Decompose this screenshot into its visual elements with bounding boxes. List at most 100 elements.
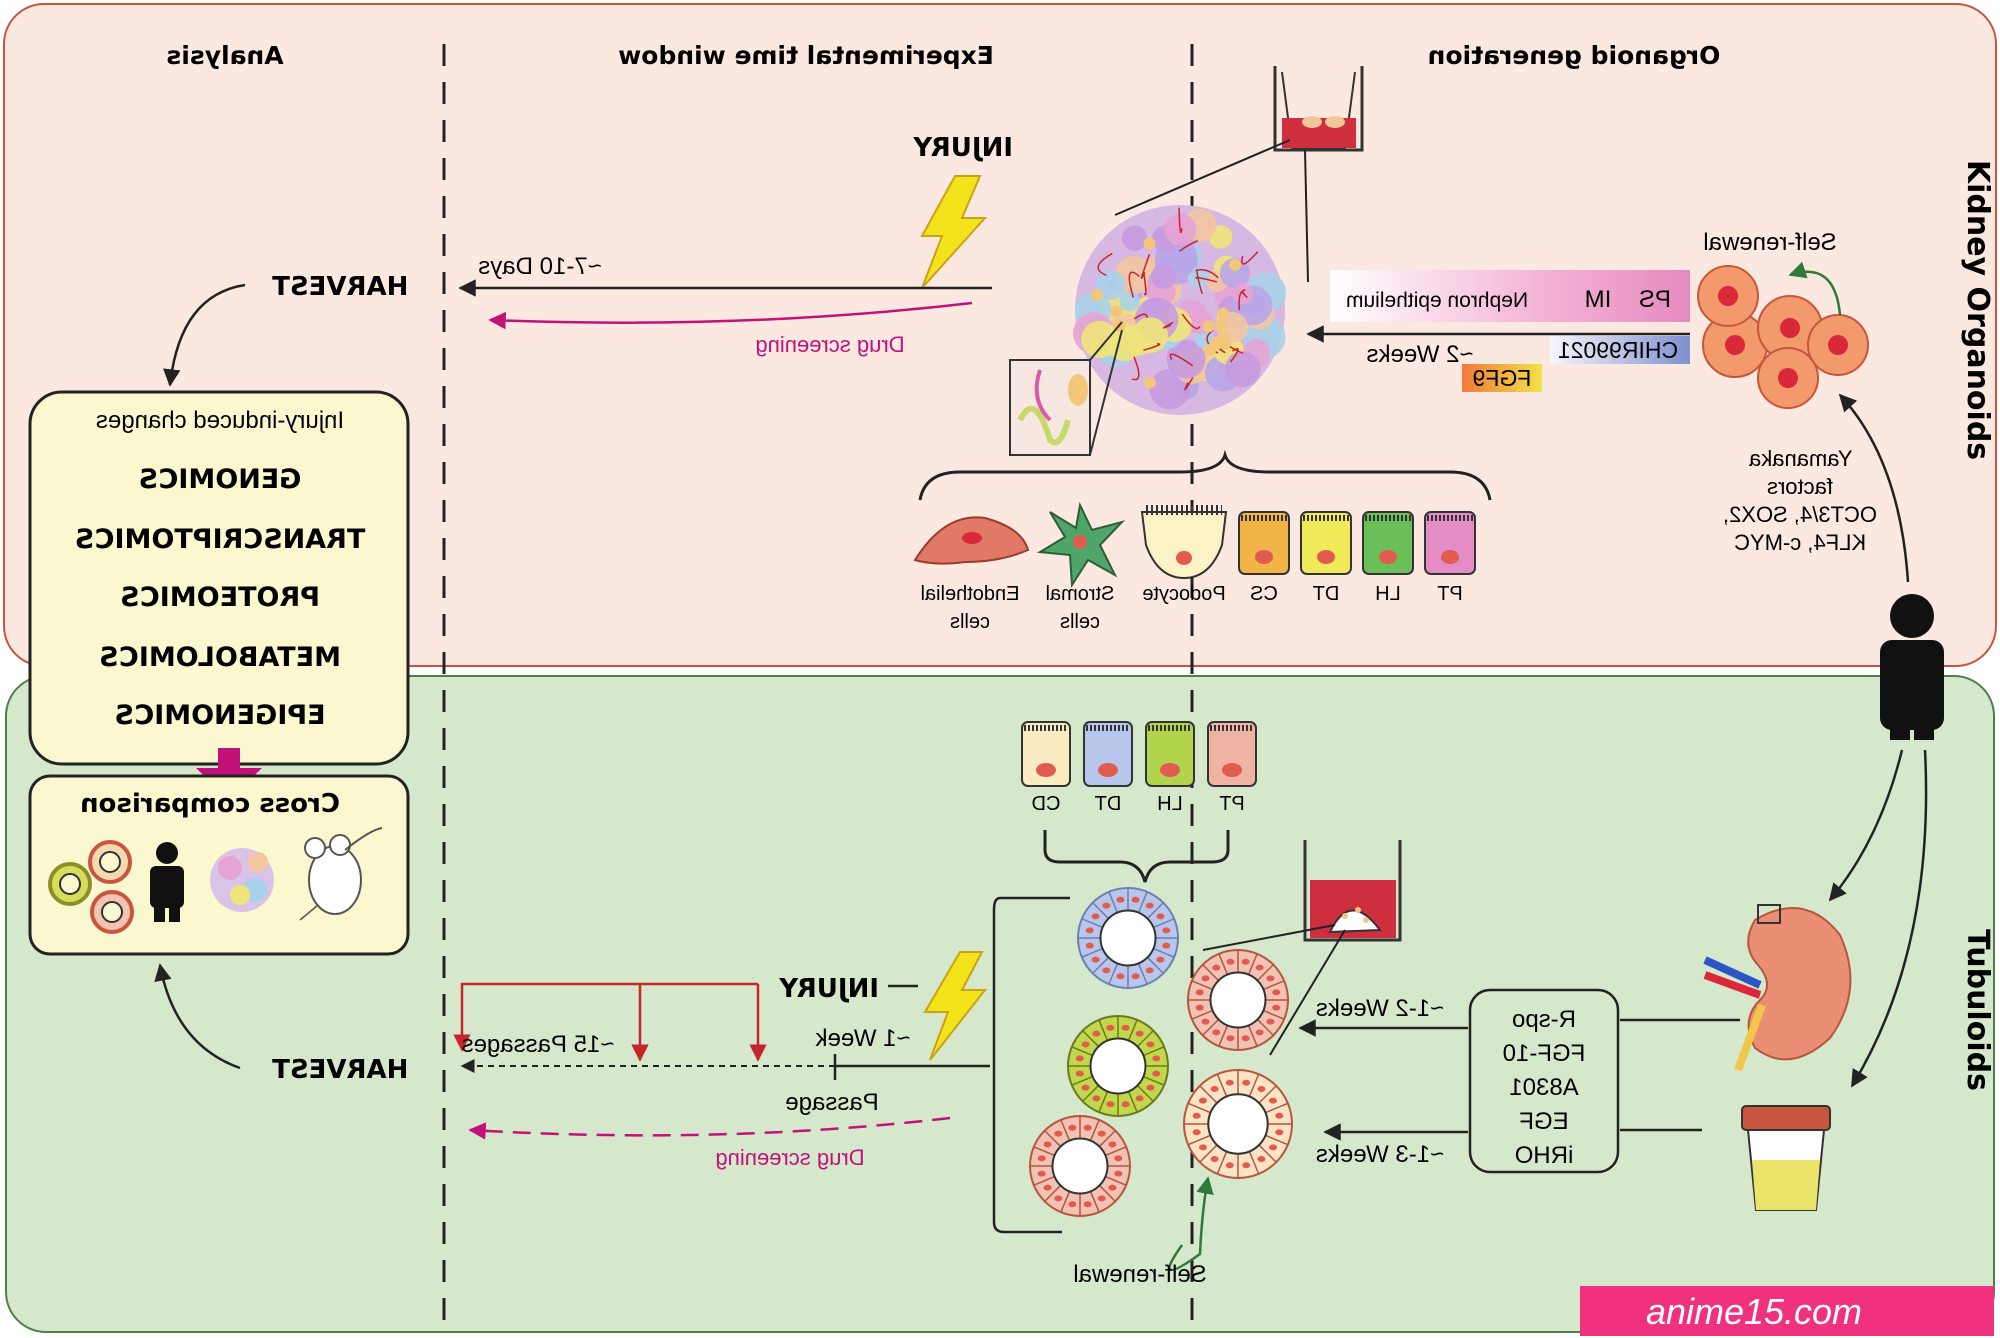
differentiation-gradient-bar xyxy=(1330,270,1690,322)
svg-text:PT: PT xyxy=(1219,793,1245,815)
organoid-cell-type-podocyte: Podocyte xyxy=(1140,505,1228,605)
tubuloid-cell-type-dt: DT xyxy=(1083,721,1133,815)
factor-fgf10: FGF-10 xyxy=(1503,1040,1586,1067)
tubuloid-ring-2 xyxy=(1187,949,1289,1051)
arrow-to-kidney xyxy=(1828,749,1904,902)
kidney-organoids-panel xyxy=(3,3,1997,667)
chir-label: CHIR99021 xyxy=(1558,337,1678,363)
organoid-lightning-icon xyxy=(920,175,988,289)
tubuloid-weeks-1-2: ~1-2 Weeks xyxy=(1316,995,1444,1022)
svg-text:LH: LH xyxy=(1157,793,1183,815)
organoid-self-renewal-label: Self-renewal xyxy=(1703,229,1836,256)
tubuloid-harvest-to-analysis-arrow xyxy=(154,963,241,1070)
cross-comparison-title: Cross comparison xyxy=(80,789,340,819)
tubuloid-cell-type-cd: CD xyxy=(1021,721,1071,815)
panel-title-kidney-organoids: Kidney Organoids xyxy=(1960,160,1995,460)
tubuloid-ring-3 xyxy=(1067,1015,1169,1117)
tubuloid-week-label: ~1 Week xyxy=(815,1025,911,1052)
kidney-organoid-sphere xyxy=(1072,205,1287,415)
tubuloid-cell-type-pt: PT xyxy=(1207,721,1257,815)
tubuloid-mini-icons xyxy=(48,840,134,934)
well-connector-2 xyxy=(1269,929,1346,1056)
svg-text:DT: DT xyxy=(1095,793,1122,815)
yamanaka-factors-label: Yamanaka factors OCT3/4, SOX2, KLF4, c-M… xyxy=(1723,446,1877,555)
tubuloid-factors-box xyxy=(1468,988,1620,1174)
stage-nephron-epithelium: Nephron epithelium xyxy=(1346,289,1528,312)
omics-genomics: GENOMICS xyxy=(139,464,302,495)
svg-text:Yamanaka: Yamanaka xyxy=(1748,446,1852,471)
organoid-cell-type-dt: DT xyxy=(1300,511,1352,605)
tubuloid-weeks-1-3: ~1-3 Weeks xyxy=(1316,1141,1444,1168)
header-analysis: Analysis xyxy=(166,41,283,70)
svg-text:KLF4, c-MYC: KLF4, c-MYC xyxy=(1734,530,1866,555)
organoid-harvest-label: HARVEST xyxy=(272,272,409,302)
tubuloid-ring-4 xyxy=(1183,1069,1293,1179)
tubuloid-lightning-icon xyxy=(923,951,988,1061)
omics-epigenomics: EPIGENOMICS xyxy=(114,700,325,731)
factor-a8301: A8301 xyxy=(1509,1074,1578,1101)
watermark-banner xyxy=(1580,1286,1994,1336)
organoid-drug-screening-label: Drug screening xyxy=(755,332,904,357)
organoid-cell-type-endothelial: Endothelial cells xyxy=(913,516,1030,633)
svg-text:CS: CS xyxy=(1250,583,1278,605)
tubuloid-passages-label: ~15 Passages xyxy=(462,1031,615,1058)
arrow-to-ipsc xyxy=(1838,393,1910,583)
organoid-drug-screening-arrow xyxy=(488,301,973,330)
mouse-icon xyxy=(299,827,383,921)
kidney-icon xyxy=(1703,904,1852,1072)
omics-transcriptomics: TRANSCRIPTOMICS xyxy=(75,524,366,555)
organoid-mini-icon xyxy=(210,848,274,912)
svg-text:cells: cells xyxy=(950,611,990,633)
svg-text:DT: DT xyxy=(1313,583,1340,605)
svg-text:LH: LH xyxy=(1375,583,1401,605)
well-connector-1 xyxy=(1202,924,1336,951)
fgf9-label: FGF9 xyxy=(1473,365,1532,391)
factor-egf: EGF xyxy=(1519,1108,1568,1135)
tubuloid-ring-5 xyxy=(1029,1115,1131,1217)
tubuloid-cell-type-lh: LH xyxy=(1145,721,1195,815)
cell-types-brace xyxy=(918,449,1492,501)
tubuloid-passage-label: Passage xyxy=(785,1089,878,1116)
stage-ps: PS xyxy=(1639,286,1671,313)
harvest-to-analysis-arrow xyxy=(163,283,246,387)
header-organoid-generation: Organoid generation xyxy=(1428,41,1721,70)
header-time-window: Experimental time window xyxy=(618,41,994,70)
organoid-cell-type-pt: PT xyxy=(1424,511,1476,605)
human-donor-icon xyxy=(1880,594,1944,740)
organoid-zoom-inset xyxy=(1009,321,1123,456)
svg-text:factors: factors xyxy=(1767,474,1833,499)
urine-cup-icon xyxy=(1741,1105,1831,1211)
svg-text:Podocyte: Podocyte xyxy=(1142,583,1225,605)
organoid-cell-type-cs: CS xyxy=(1238,511,1290,605)
injury-branch-arrow-1 xyxy=(453,982,758,1052)
svg-text:OCT3/4, SOX2,: OCT3/4, SOX2, xyxy=(1723,502,1877,527)
transwell-icon xyxy=(1273,66,1364,152)
to-cross-comparison-arrow xyxy=(196,748,262,800)
watermark-text: anime15.com xyxy=(1646,1291,1862,1332)
self-renewal-arrow xyxy=(1788,261,1842,316)
tubuloid-well-icon xyxy=(1303,840,1402,942)
tubuloid-injury-label: INJURY xyxy=(778,974,879,1004)
svg-text:PT: PT xyxy=(1437,583,1463,605)
stage-im: IM xyxy=(1585,286,1612,313)
organoid-cell-type-stromal: Stromal xyxy=(1036,501,1126,605)
stromal-line2: cells xyxy=(1060,611,1100,633)
ipsc-cluster xyxy=(1697,265,1869,409)
omics-metabolomics: METABOLOMICS xyxy=(99,642,341,673)
panel-title-tubuloids: Tubuloids xyxy=(1960,929,1995,1091)
svg-text:CD: CD xyxy=(1032,793,1061,815)
factor-irho: iRHO xyxy=(1515,1142,1574,1169)
organoid-zoom-connector xyxy=(1114,139,1291,216)
human-mini-icon xyxy=(150,842,184,922)
injury-changes-title: Injury-induced changes xyxy=(96,407,344,434)
factor-r-spo: R-spo xyxy=(1512,1006,1576,1033)
organoid-injury-label: INJURY xyxy=(912,133,1013,163)
fgf9-bar xyxy=(1462,364,1542,392)
tubuloid-cell-brace xyxy=(1043,830,1230,883)
tubuloid-ring-1 xyxy=(1077,887,1179,989)
chir-bar xyxy=(1550,336,1690,364)
tubuloid-drug-screening-arrow xyxy=(468,1116,951,1140)
tubuloids-panel xyxy=(5,675,1995,1333)
organoid-cell-type-lh: LH xyxy=(1362,511,1414,605)
